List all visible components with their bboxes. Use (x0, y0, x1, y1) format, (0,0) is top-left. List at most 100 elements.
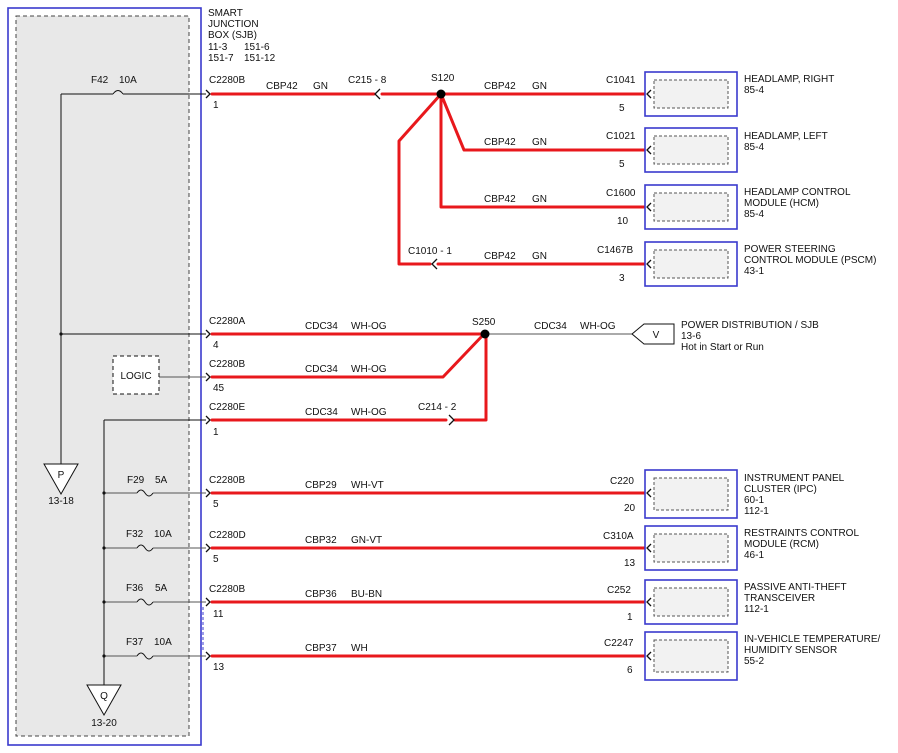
sjb-ref-3: 151-7 (208, 53, 234, 64)
component-inner (653, 249, 729, 279)
wire-s120-hcm (439, 92, 647, 209)
fuse-symbols (112, 90, 154, 660)
bus-junction-dot (102, 491, 106, 495)
circuit-cbp42-color: GN (532, 251, 547, 262)
offpage-q-ref: 13-20 (91, 718, 117, 729)
component-headlamp-left (644, 127, 738, 173)
fuse-f32-symbol (136, 544, 154, 552)
bus-junction-dot (102, 600, 106, 604)
circuit-cdc34-color: WH-OG (580, 321, 616, 332)
circuit-cbp29-color: WH-VT (351, 480, 384, 491)
bus-junction-dot (102, 546, 106, 550)
component-inner (653, 79, 729, 109)
sjb-title-line-2: JUNCTION (208, 19, 259, 30)
ipc-label-1: INSTRUMENT PANEL (744, 473, 845, 484)
pats-pin: 1 (627, 612, 633, 623)
ivts-label-2: HUMIDITY SENSOR (744, 645, 837, 656)
component-ipc (644, 469, 738, 519)
circuit-cbp42-name: CBP42 (484, 194, 516, 205)
sjb-title-line-3: BOX (SJB) (208, 30, 257, 41)
sjb-connector-c7-name: C2280B (209, 584, 245, 595)
inline-c1010-label: C1010 - 1 (408, 246, 452, 257)
wire-s120-hl-left (439, 92, 647, 152)
component-hcm (644, 184, 738, 230)
hl-right-label-1: HEADLAMP, RIGHT (744, 74, 834, 85)
circuit-cdc34-color: WH-OG (351, 321, 387, 332)
circuit-cbp42-name: CBP42 (266, 81, 298, 92)
component-inner (653, 135, 729, 165)
component-rcm (644, 525, 738, 571)
circuit-cbp42-name: CBP42 (484, 251, 516, 262)
hl-left-label-1: HEADLAMP, LEFT (744, 131, 828, 142)
offpage-q-letter: Q (100, 691, 108, 702)
inline-connector-chevrons (374, 88, 455, 426)
rcm-label-1: RESTRAINTS CONTROL (744, 528, 859, 539)
circuit-cbp37-name: CBP37 (305, 643, 337, 654)
sjb-connector-c6-pin: 5 (213, 554, 219, 565)
ivts-pin: 6 (627, 665, 633, 676)
c214-chevron-icon (448, 414, 455, 426)
sjb-connector-c3-pin: 45 (213, 383, 225, 394)
sjb-connector-c4-pin: 1 (213, 427, 219, 438)
connector-chevron-icon (205, 488, 211, 498)
offpage-v: V (631, 323, 675, 345)
pscm-label-1: POWER STEERING (744, 244, 836, 255)
ivts-label-1: IN-VEHICLE TEMPERATURE/ (744, 634, 881, 645)
pscm-label-2: CONTROL MODULE (PSCM) (744, 255, 876, 266)
pats-label-3: 112-1 (744, 604, 769, 615)
circuit-cbp42-color: GN (532, 137, 547, 148)
circuit-cdc34-name: CDC34 (534, 321, 567, 332)
sjb-internal-wiring (59, 93, 206, 688)
component-chevron-icon (646, 543, 652, 553)
hcm-label-1: HEADLAMP CONTROL (744, 187, 851, 198)
component-ivts (644, 631, 738, 681)
component-chevron-icon (646, 202, 652, 212)
circuit-cdc34-name: CDC34 (305, 321, 338, 332)
offpage-p: P 13-18 (43, 463, 79, 507)
pats-connector: C252 (607, 585, 631, 596)
circuit-cdc34-color: WH-OG (351, 364, 387, 375)
offpage-v-letter: V (653, 330, 660, 341)
sjb-connector-c7-pin: 11 (213, 609, 224, 620)
c215-chevron-icon (374, 88, 381, 100)
component-chevron-icon (646, 651, 652, 661)
circuit-cbp29-name: CBP29 (305, 480, 337, 491)
connector-chevron-icon (205, 329, 211, 339)
component-chevron-icon (646, 488, 652, 498)
hcm-pin: 10 (617, 216, 629, 227)
connector-chevron-icon (205, 372, 211, 382)
sjb-ref-2: 151-6 (244, 42, 270, 53)
bus-junction-dot (59, 332, 63, 336)
component-chevron-icon (646, 259, 652, 269)
hcm-label-2: MODULE (HCM) (744, 198, 819, 209)
hl-left-label-2: 85-4 (744, 142, 764, 153)
sjb-inner-box (15, 15, 190, 737)
sjb-connector-c8-pin: 13 (213, 662, 225, 673)
pats-label-2: TRANSCEIVER (744, 593, 815, 604)
sjb-connector-chevrons (205, 89, 211, 661)
ivts-label-3: 55-2 (744, 656, 764, 667)
c1010-chevron-icon (431, 258, 438, 270)
rcm-label-3: 46-1 (744, 550, 764, 561)
power-dist-label-1: POWER DISTRIBUTION / SJB (681, 320, 819, 331)
component-chevron-icon (646, 597, 652, 607)
component-inner (653, 639, 729, 673)
sjb-connector-c1-pin: 1 (213, 100, 219, 111)
hcm-label-3: 85-4 (744, 209, 764, 220)
circuit-cbp36-color: BU-BN (351, 589, 382, 600)
fuse-f29-rating: 5A (155, 475, 168, 486)
fuse-f37-symbol (136, 652, 154, 660)
ipc-label-2: CLUSTER (IPC) (744, 484, 817, 495)
circuit-cbp42-color: GN (532, 194, 547, 205)
ipc-connector: C220 (610, 476, 634, 487)
sjb-connector-c3-name: C2280B (209, 359, 245, 370)
circuit-cdc34-name: CDC34 (305, 364, 338, 375)
sjb-title-line-1: SMART (208, 8, 243, 19)
inline-c214-label: C214 - 2 (418, 402, 457, 413)
fuse-f29-id: F29 (127, 475, 145, 486)
component-chevron-icon (646, 145, 652, 155)
hcm-connector: C1600 (606, 188, 636, 199)
sjb-connector-c5-name: C2280B (209, 475, 245, 486)
component-headlamp-right (644, 71, 738, 117)
pscm-pin: 3 (619, 273, 625, 284)
